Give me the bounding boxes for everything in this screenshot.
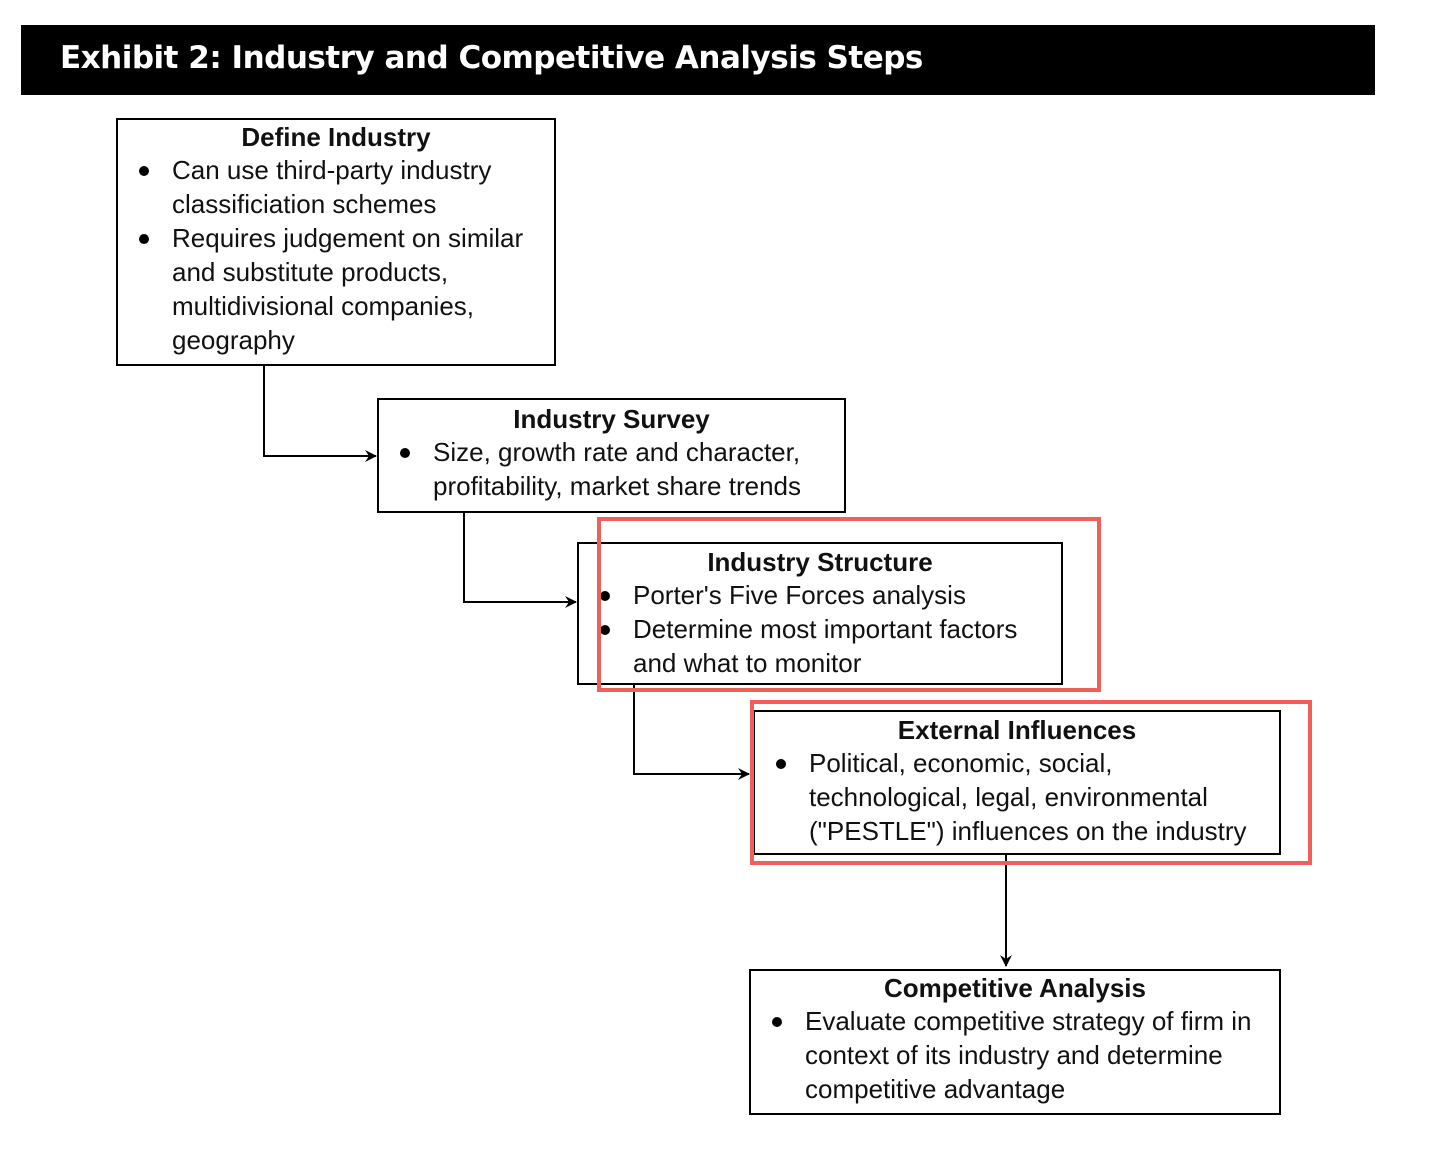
step-industry-survey: Industry Survey Size, growth rate and ch… xyxy=(377,398,846,513)
bullet-dot-icon xyxy=(600,625,610,635)
bullet-text: Can use third-party industry classificia… xyxy=(172,155,492,219)
bullet-list: Porter's Five Forces analysis Determine … xyxy=(589,578,1051,680)
step-title: External Influences xyxy=(897,715,1137,745)
bullet-item: Requires judgement on similar and substi… xyxy=(128,221,544,357)
bullet-text: Porter's Five Forces analysis xyxy=(633,580,966,610)
bullet-item: Evaluate competitive strategy of firm in… xyxy=(761,1004,1269,1106)
bullet-list: Can use third-party industry classificia… xyxy=(128,153,544,357)
step-title: Competitive Analysis xyxy=(883,973,1146,1003)
step-define-industry: Define Industry Can use third-party indu… xyxy=(116,118,556,366)
bullet-dot-icon xyxy=(139,166,149,176)
bullet-text: Determine most important factors and wha… xyxy=(633,614,1018,678)
bullet-dot-icon xyxy=(600,591,610,601)
bullet-list: Evaluate competitive strategy of firm in… xyxy=(761,1004,1269,1106)
bullet-text: Political, economic, social, technologic… xyxy=(809,748,1247,846)
bullet-item: Porter's Five Forces analysis xyxy=(589,578,1051,612)
bullet-text: Requires judgement on similar and substi… xyxy=(172,223,524,355)
arrow-survey-to-structure xyxy=(463,513,577,608)
bullet-item: Can use third-party industry classificia… xyxy=(128,153,544,221)
step-title: Industry Structure xyxy=(707,547,933,577)
bullet-dot-icon xyxy=(139,234,149,244)
bullet-item: Size, growth rate and character, profita… xyxy=(389,435,834,503)
bullet-list: Political, economic, social, technologic… xyxy=(765,746,1269,848)
bullet-dot-icon xyxy=(776,759,786,769)
step-competitive-analysis: Competitive Analysis Evaluate competitiv… xyxy=(749,969,1281,1115)
bullet-dot-icon xyxy=(772,1017,782,1027)
bullet-item: Determine most important factors and wha… xyxy=(589,612,1051,680)
bullet-text: Evaluate competitive strategy of firm in… xyxy=(805,1006,1252,1104)
step-title: Industry Survey xyxy=(513,404,710,434)
arrow-structure-to-external xyxy=(633,685,750,780)
arrow-define-to-survey xyxy=(263,366,377,462)
step-external-influences: External Influences Political, economic,… xyxy=(753,710,1281,855)
title-bar: Exhibit 2: Industry and Competitive Anal… xyxy=(21,25,1375,95)
step-industry-structure: Industry Structure Porter's Five Forces … xyxy=(577,542,1063,685)
bullet-item: Political, economic, social, technologic… xyxy=(765,746,1269,848)
bullet-list: Size, growth rate and character, profita… xyxy=(389,435,834,503)
bullet-dot-icon xyxy=(400,448,410,458)
step-title: Define Industry xyxy=(241,122,431,152)
bullet-text: Size, growth rate and character, profita… xyxy=(433,437,801,501)
exhibit-title: Exhibit 2: Industry and Competitive Anal… xyxy=(60,40,923,76)
